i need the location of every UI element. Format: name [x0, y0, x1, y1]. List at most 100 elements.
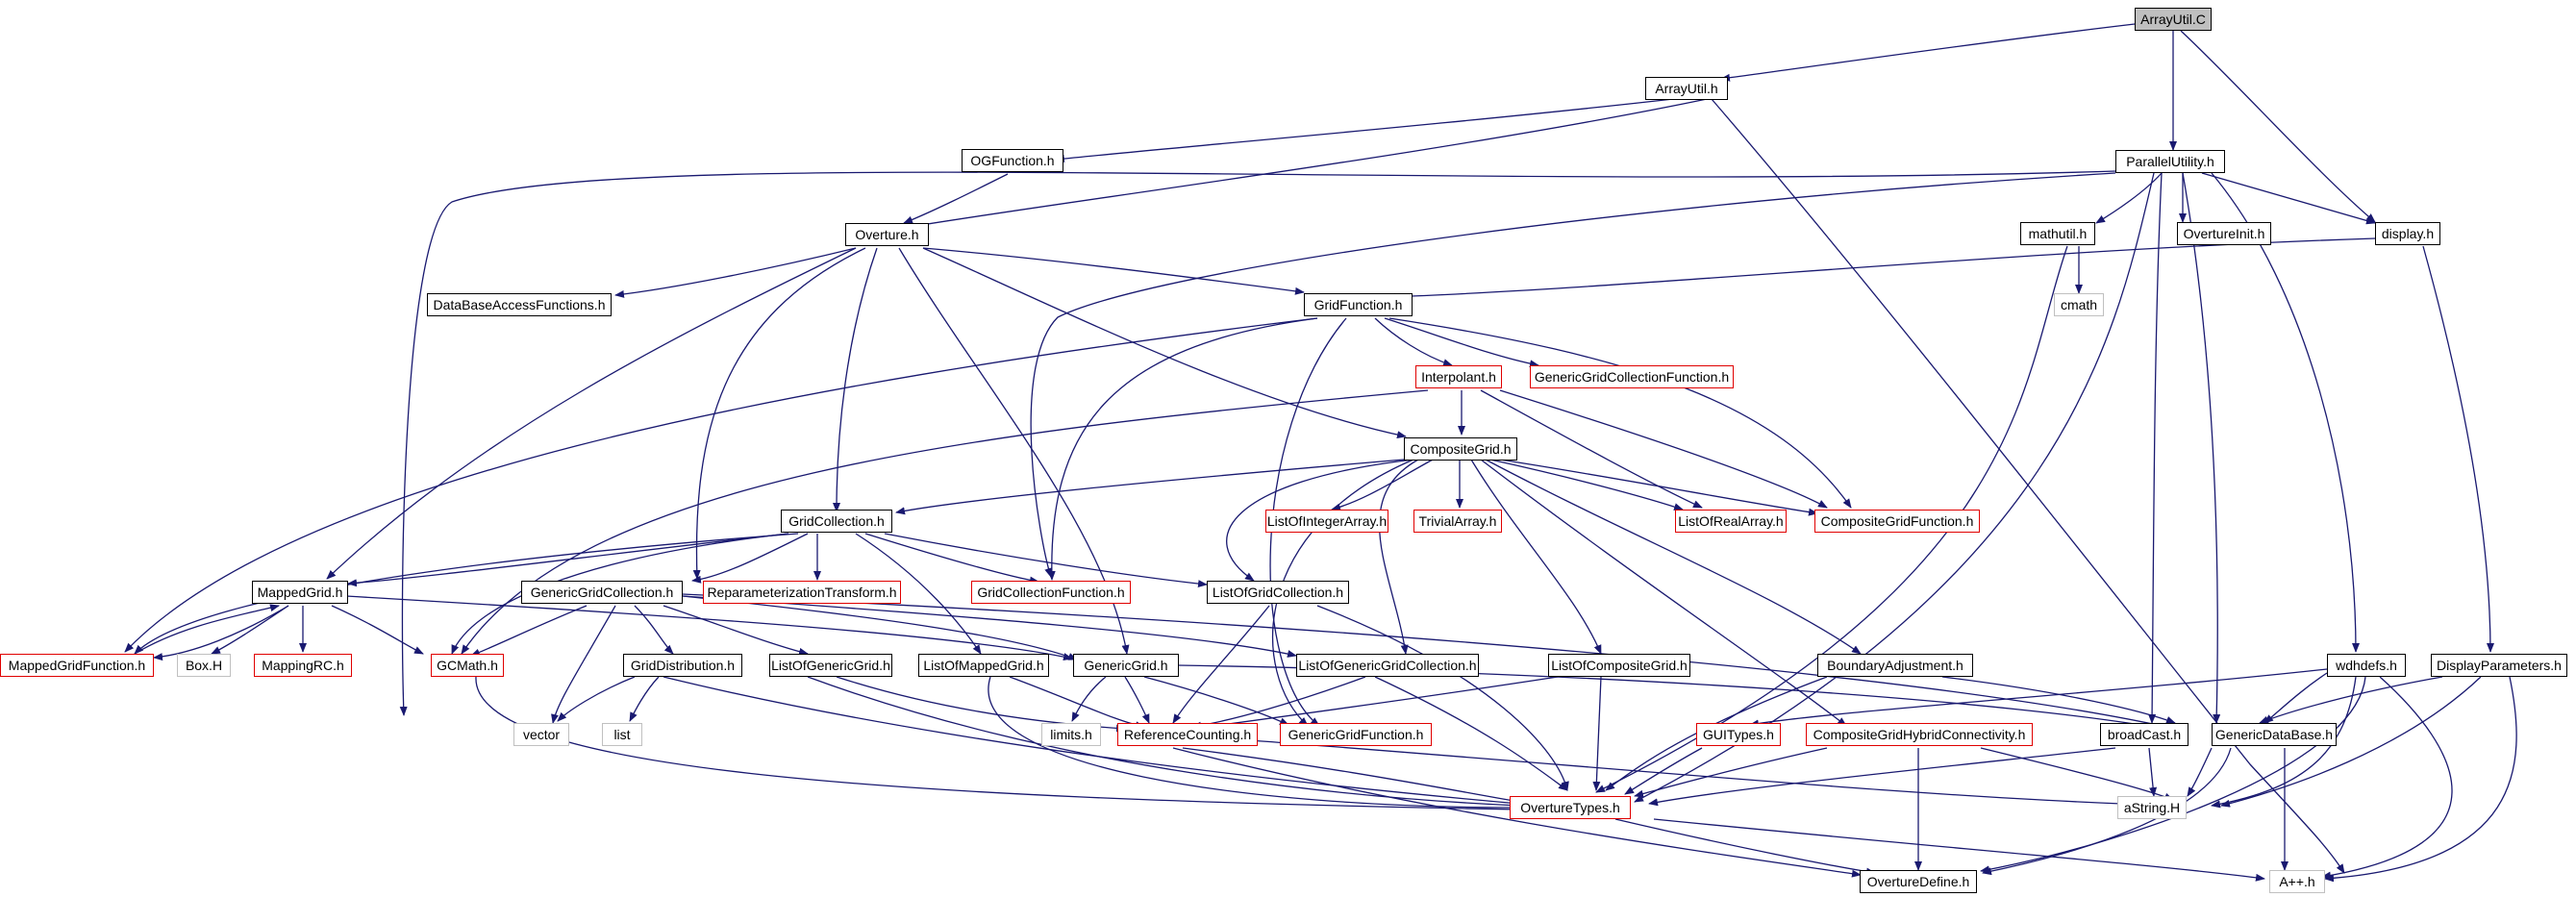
- node-trivialarray-h[interactable]: TrivialArray.h: [1413, 510, 1502, 533]
- node-gcmath-h[interactable]: GCMath.h: [431, 654, 504, 677]
- node-mappedgridfunction-h[interactable]: MappedGridFunction.h: [0, 654, 154, 677]
- node-genericgridcollectionfunction-h[interactable]: GenericGridCollectionFunction.h: [1530, 365, 1734, 388]
- node-list: list: [602, 723, 642, 746]
- edge-parallel-to-overturetypes: [1634, 172, 2155, 803]
- edge-griddistribution-to-overturetypes: [663, 676, 1520, 808]
- node-boundaryadjustment-h[interactable]: BoundaryAdjustment.h: [1817, 654, 1973, 677]
- edge-parallelutility-to-mathutil: [2095, 172, 2163, 224]
- edge-display-to-displayparameters: [2422, 245, 2494, 653]
- edge-arrayutil-h-to-aplusplus-h: [1711, 98, 2345, 874]
- node-listofrealarray-h[interactable]: ListOfRealArray.h: [1675, 510, 1787, 533]
- edge-gridfunction-to-interpolant: [1374, 317, 1453, 366]
- edge-parallelutility-to-gridcollectionfunction: [1030, 172, 2116, 578]
- edge-locg-to-overturetypes: [1592, 676, 1602, 791]
- edge-hybrid-to-overturetypes: [1634, 747, 1828, 798]
- node-mappingrc-h[interactable]: MappingRC.h: [254, 654, 352, 677]
- node-cmath: cmath: [2054, 293, 2104, 316]
- node-genericgridcollection-h[interactable]: GenericGridCollection.h: [521, 581, 683, 604]
- node-wdhdefs-h[interactable]: wdhdefs.h: [2327, 654, 2406, 677]
- node-overturedefine-h[interactable]: OvertureDefine.h: [1860, 870, 1977, 893]
- edge-listofgenericgrid-to-referencecounting: [836, 676, 1126, 733]
- edge-wdhdefs-to-overturedefine: [1980, 676, 2366, 874]
- edge-overture-to-gridfunction: [922, 247, 1305, 295]
- edge-wdhdefs-to-astring: [2211, 676, 2357, 809]
- edge-gcmath-to-overturetypes: [475, 676, 1520, 813]
- node-gridcollection-h[interactable]: GridCollection.h: [781, 510, 892, 533]
- node-referencecounting-h[interactable]: ReferenceCounting.h: [1117, 723, 1258, 746]
- edge-compositegrid-to-listofintegerarray: [1331, 459, 1434, 511]
- node-parallelutility-h[interactable]: ParallelUtility.h: [2115, 150, 2225, 173]
- node-genericdatabase-h[interactable]: GenericDataBase.h: [2212, 723, 2337, 746]
- node-genericgrid-h[interactable]: GenericGrid.h: [1073, 654, 1179, 677]
- edge-compositegrid-to-listofgridcollection: [1226, 459, 1414, 582]
- node-interpolant-h[interactable]: Interpolant.h: [1415, 365, 1502, 388]
- edge-listofmappedgrid-to-overturetypes: [988, 676, 1520, 811]
- edge-overture-to-gridcollection: [833, 247, 878, 512]
- node-arrayutil-c: ArrayUtil.C: [2135, 8, 2212, 31]
- edge-arrayutil-h-to-ogfunction-h: [1055, 98, 1674, 163]
- edge-hybrid-to-astring: [1980, 747, 2174, 801]
- edge-loggc-to-overturetypes: [1374, 676, 1568, 791]
- node-arrayutil-h[interactable]: ArrayUtil.h: [1645, 77, 1728, 100]
- edge-referencecounting-to-overturedefine: [1172, 747, 1862, 878]
- node-gridfunction-h[interactable]: GridFunction.h: [1304, 293, 1413, 316]
- edge-listofgenericgrid-to-overturetypes: [807, 676, 1520, 810]
- edge-genericgrid-to-referencecounting: [1124, 676, 1150, 724]
- edge-griddistribution-to-vector: [557, 676, 636, 722]
- edge-ggc-to-vector: [551, 605, 616, 724]
- edge-loggc-to-referencecounting: [1191, 676, 1366, 730]
- edge-overture-to-databaseaccess: [614, 247, 857, 298]
- node-mappedgrid-h[interactable]: MappedGrid.h: [252, 581, 348, 604]
- edge-boundaryadjustment-to-overturetypes: [1605, 676, 1828, 791]
- node-vector: vector: [513, 723, 569, 746]
- edge-locg-to-referencecounting: [1191, 676, 1559, 732]
- node-broadcast-h[interactable]: broadCast.h: [2100, 723, 2188, 746]
- edge-interpolant-to-compositegridfunction: [1499, 389, 1828, 509]
- node-display-h[interactable]: display.h: [2375, 222, 2440, 245]
- edge-referencecounting-to-overturetypes: [1182, 747, 1520, 805]
- node-listofgridcollection-h[interactable]: ListOfGridCollection.h: [1207, 581, 1349, 604]
- node-listofgenericgridcollection-h[interactable]: ListOfGenericGridCollection.h: [1296, 654, 1479, 677]
- node-overturetypes-h[interactable]: OvertureTypes.h: [1510, 796, 1631, 819]
- edge-compositegrid-to-listofrealarray: [1489, 459, 1684, 511]
- edge-guitypes-to-overturetypes: [1624, 747, 1703, 795]
- node-listofintegerarray-h[interactable]: ListOfIntegerArray.h: [1265, 510, 1388, 533]
- edge-compositegrid-to-boundaryadjustment: [1485, 459, 1862, 655]
- edge-parallelutility-to-display: [2201, 172, 2376, 225]
- node-compositegridhybridconnectivity-h[interactable]: CompositeGridHybridConnectivity.h: [1806, 723, 2033, 746]
- node-displayparameters-h[interactable]: DisplayParameters.h: [2431, 654, 2567, 677]
- node-guitypes-h[interactable]: GUITypes.h: [1696, 723, 1781, 746]
- edge-ggc-to-listofgenericgridcollection: [682, 595, 1297, 658]
- edge-genericgrid-to-limits: [1071, 676, 1107, 722]
- edge-parallelutility-to-vector: [399, 170, 2116, 716]
- edge-gridcollection-to-listofgridcollection: [884, 533, 1208, 588]
- edge-parallelutility-to-broadcast: [2148, 172, 2163, 724]
- node-compositegrid-h[interactable]: CompositeGrid.h: [1404, 437, 1517, 461]
- edge-ggc-to-griddistribution: [634, 605, 674, 655]
- node-listofmappedgrid-h[interactable]: ListOfMappedGrid.h: [918, 654, 1049, 677]
- node-compositegridfunction-h[interactable]: CompositeGridFunction.h: [1814, 510, 1980, 533]
- edge-display-to-gridfunction: [1386, 237, 2376, 301]
- node-ogfunction-h[interactable]: OGFunction.h: [962, 149, 1063, 172]
- node-databaseaccessfunctions-h[interactable]: DataBaseAccessFunctions.h: [427, 293, 612, 316]
- node-mathutil-h[interactable]: mathutil.h: [2020, 222, 2095, 245]
- node-overtureinit-h[interactable]: OvertureInit.h: [2177, 222, 2271, 245]
- edge-gridfunction-to-gridcollectionfunction: [1047, 317, 1318, 581]
- node-overture-h[interactable]: Overture.h: [845, 223, 929, 246]
- node-listofgenericgrid-h[interactable]: ListOfGenericGrid.h: [769, 654, 892, 677]
- edge-overture-to-compositegrid: [922, 247, 1407, 439]
- node-griddistribution-h[interactable]: GridDistribution.h: [623, 654, 742, 677]
- node-genericgridfunction-h[interactable]: GenericGridFunction.h: [1280, 723, 1432, 746]
- node-aplusplus-h: A++.h: [2269, 870, 2325, 893]
- edge-overture-to-mappedgrid: [326, 247, 857, 580]
- node-reparameterizationtransform-h[interactable]: ReparameterizationTransform.h: [703, 581, 901, 604]
- node-gridcollectionfunction-h[interactable]: GridCollectionFunction.h: [971, 581, 1131, 604]
- edge-griddistribution-to-list: [629, 676, 660, 722]
- edge-mappedgrid-to-gcmath: [331, 605, 424, 655]
- node-box-h: Box.H: [177, 654, 231, 677]
- edge-displayparameters-to-astring: [2220, 676, 2482, 808]
- node-listofcompositegrid-h[interactable]: ListOfCompositeGrid.h: [1548, 654, 1690, 677]
- edge-overturetypes-to-aplusplus: [1653, 818, 2265, 882]
